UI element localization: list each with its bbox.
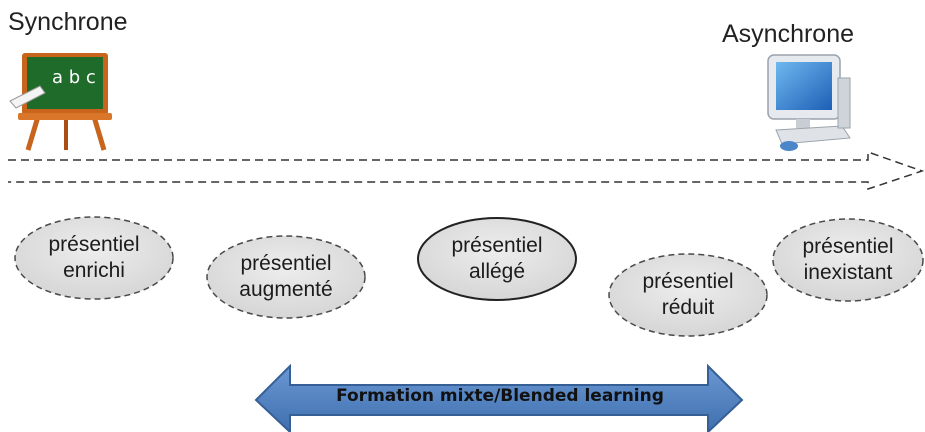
blended-learning-label: Formation mixte/Blended learning xyxy=(336,386,664,406)
label-asynchrone: Asynchrone xyxy=(722,20,855,48)
timeline-arrow xyxy=(8,150,925,191)
chalkboard-icon: a b c xyxy=(9,53,112,151)
ellipse-presentiel-augmente xyxy=(206,235,366,319)
label-synchrone: Synchrone xyxy=(8,8,128,36)
computer-icon xyxy=(767,54,851,151)
chalkboard-text: a b c xyxy=(52,67,96,88)
ellipse-presentiel-inexistant xyxy=(772,218,924,302)
ellipse-presentiel-enrichi xyxy=(14,216,174,300)
blended-learning-arrow xyxy=(254,363,744,432)
ellipse-presentiel-allege xyxy=(417,217,577,301)
ellipse-presentiel-reduit xyxy=(608,253,768,337)
